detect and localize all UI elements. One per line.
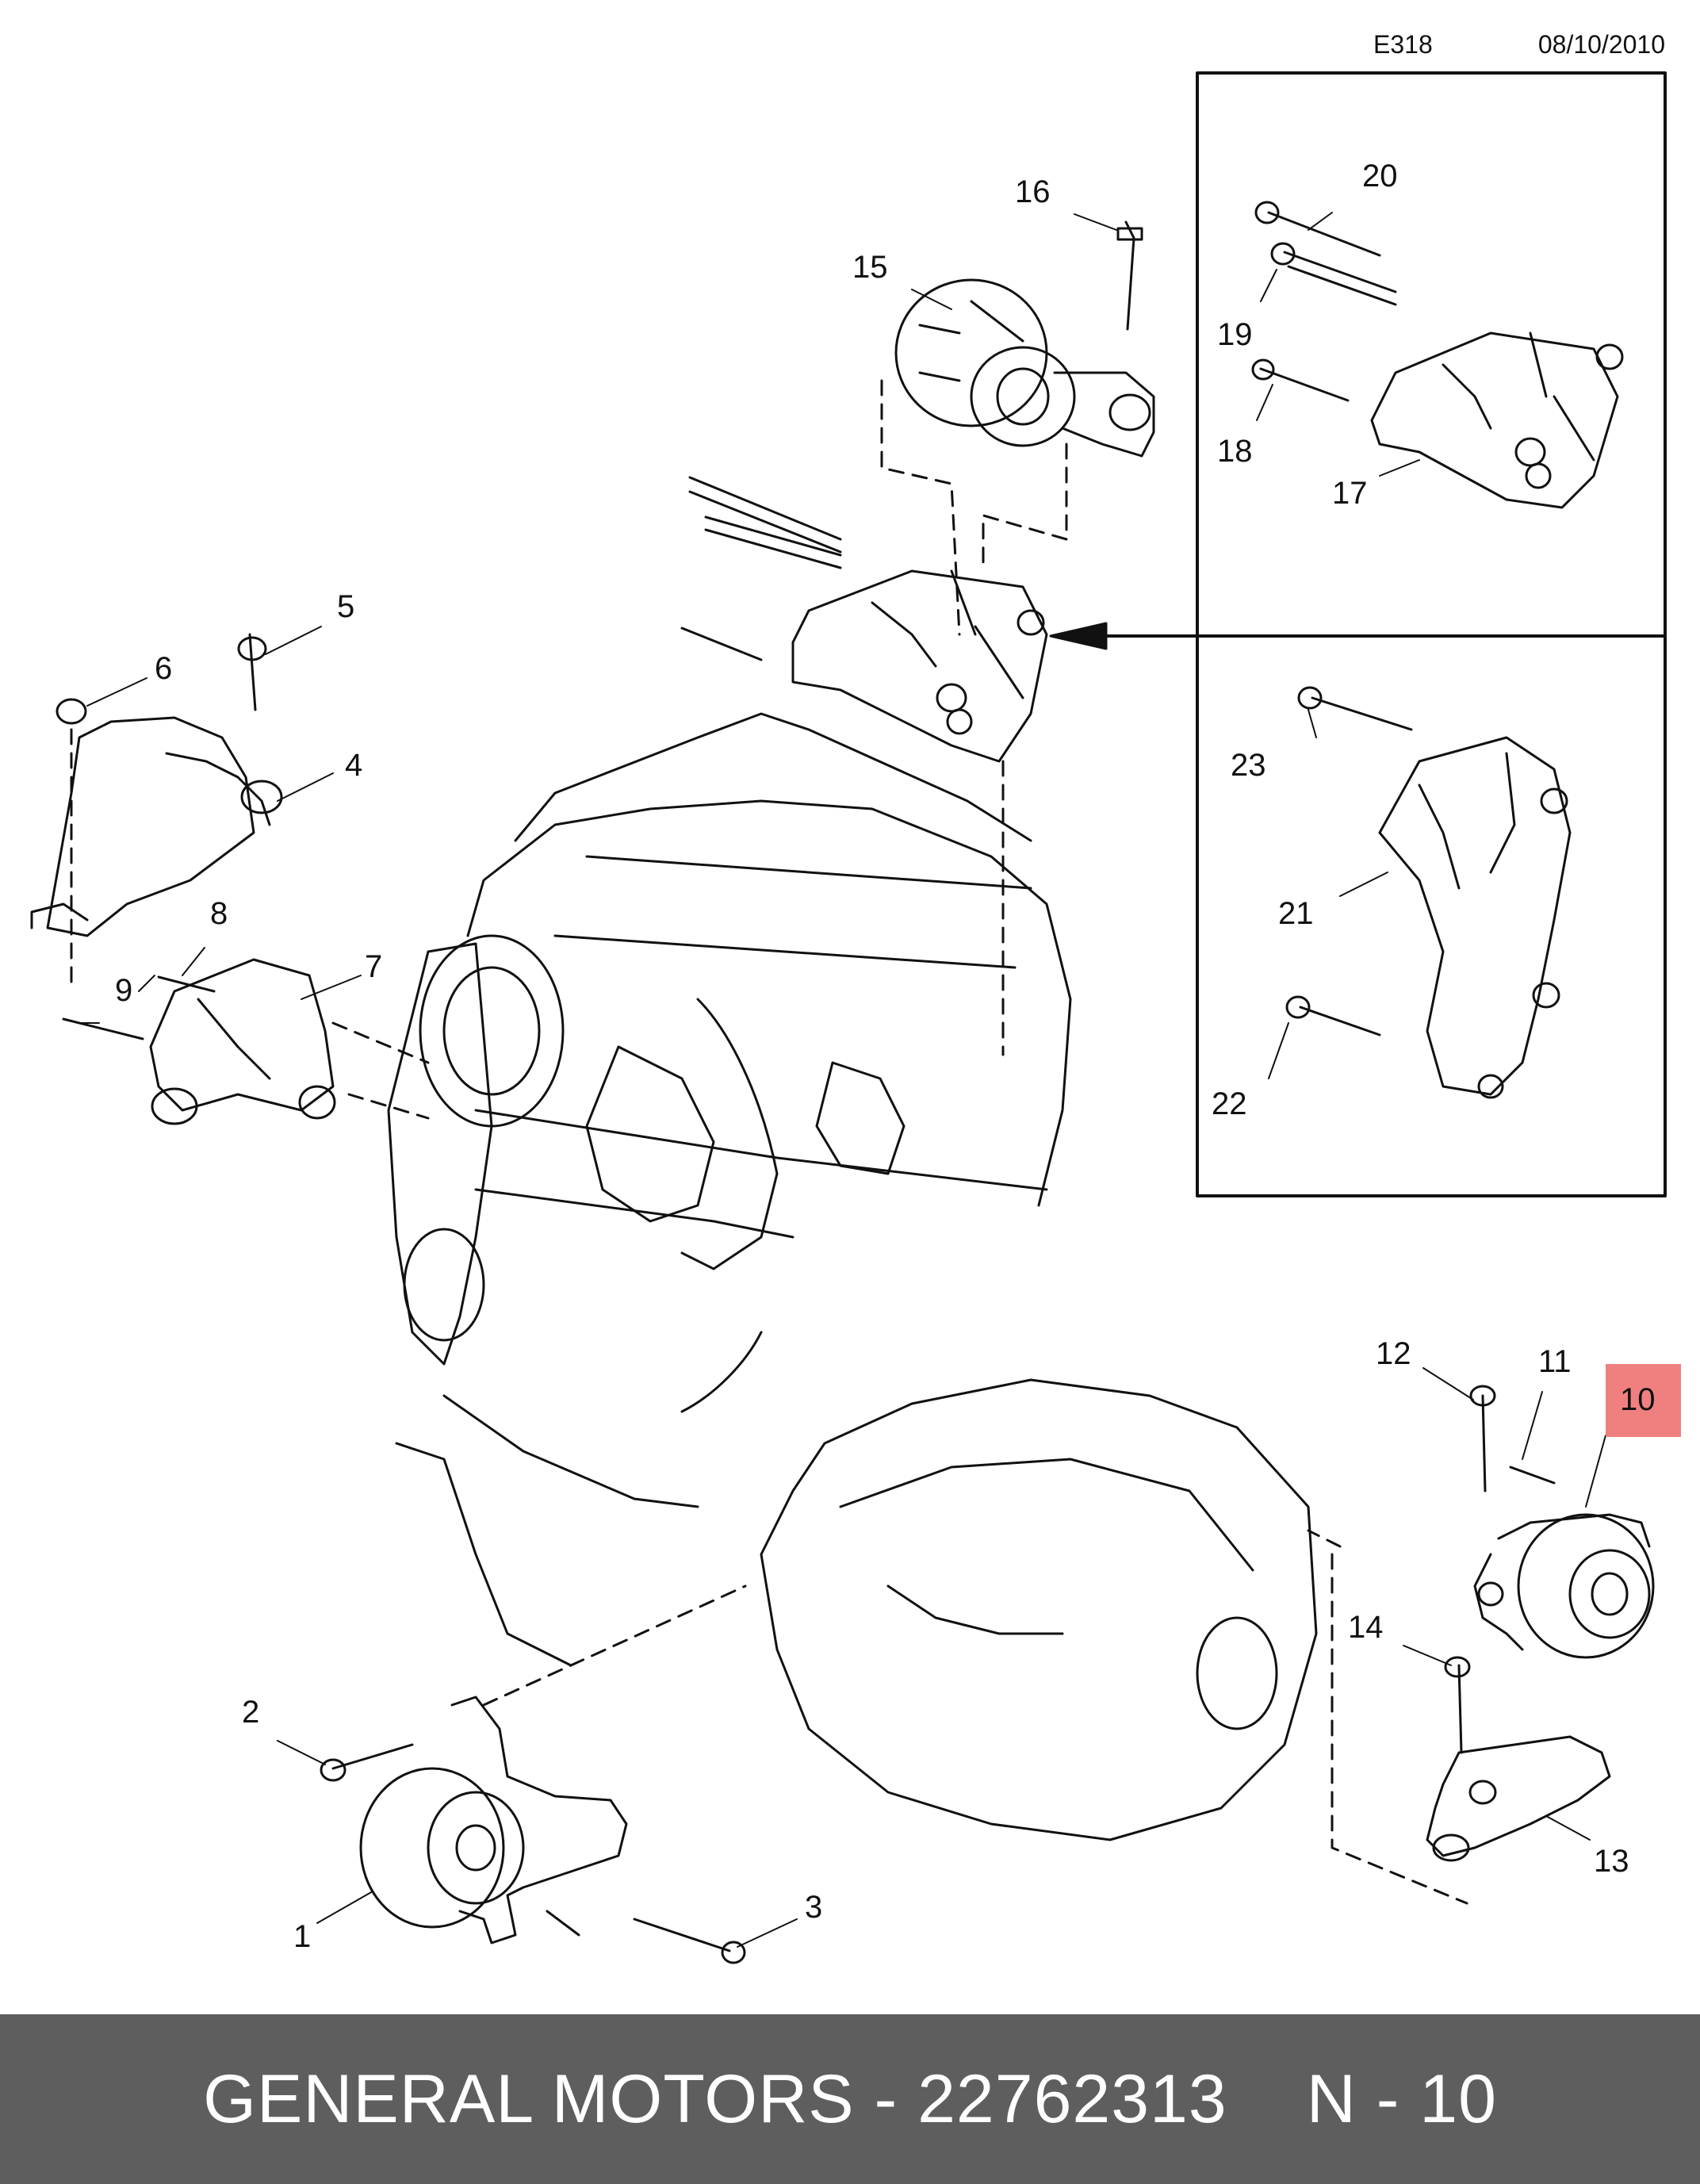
part-10-mount: [1473, 1513, 1655, 1659]
callout-5: 5: [337, 589, 354, 624]
callout-19: 19: [1217, 317, 1253, 352]
callout-12: 12: [1376, 1336, 1411, 1371]
dash-line-1: [482, 1584, 747, 1707]
callout-15: 15: [852, 250, 888, 285]
callout-7: 7: [365, 949, 382, 984]
callout-10: 10: [1620, 1382, 1656, 1417]
callout-6: 6: [155, 651, 172, 686]
dash-line-15: [880, 379, 961, 636]
part-11-bolt: [1509, 1466, 1556, 1485]
dash-line-14: [1307, 1529, 1342, 1548]
part-5-bolt: [237, 633, 267, 711]
part-23-bolt: [1297, 686, 1413, 731]
part-14-bolt: [1444, 1656, 1471, 1754]
upper-bolts: [680, 476, 842, 661]
inset-frame-upper: [1196, 71, 1667, 638]
footer-banner: GENERAL MOTORS - 22762313 N - 10: [0, 2014, 1700, 2184]
part-6-nut: [56, 698, 87, 725]
exploded-parts-diagram: 16 15 5 6 4 8 9 7 2 1 3 12 11 10 14 13 2…: [30, 71, 1681, 1964]
callout-1: 1: [293, 1919, 311, 1954]
callout-14: 14: [1348, 1610, 1384, 1645]
callout-21: 21: [1278, 896, 1314, 931]
highlight-box-part-10: [1606, 1364, 1681, 1437]
part-9-bolt: [62, 975, 216, 1040]
callout-4: 4: [345, 748, 362, 783]
callout-13: 13: [1594, 1844, 1629, 1879]
callout-18: 18: [1217, 434, 1253, 469]
footer-ref: N - 10: [1306, 2060, 1497, 2137]
part-22-bolt: [1285, 995, 1381, 1036]
part-2-bolt: [320, 1743, 414, 1782]
part-19-bolt: [1270, 242, 1397, 306]
engine-transmission-assembly: [387, 712, 1318, 1841]
upper-bracket-assembly: [791, 569, 1048, 763]
part-4-mount: [30, 716, 283, 937]
part-12-bolt: [1469, 1385, 1496, 1492]
part-13-bracket: [1426, 1735, 1611, 1862]
callout-23: 23: [1231, 748, 1266, 783]
inset-frame-lower: [1196, 634, 1667, 1197]
callout-8: 8: [210, 896, 228, 931]
part-21-bracket: [1378, 736, 1572, 1099]
pointer-arrowhead: [1049, 622, 1108, 650]
footer-brand-part: GENERAL MOTORS - 22762313: [203, 2060, 1227, 2137]
callout-17: 17: [1332, 476, 1368, 511]
part-17-bracket: [1370, 331, 1624, 509]
part-18-bolt: [1251, 358, 1350, 402]
dash-line-15b: [982, 443, 1068, 573]
dash-line-7: [331, 1021, 430, 1120]
part-7-bracket: [149, 958, 336, 1125]
callout-11: 11: [1538, 1344, 1572, 1379]
part-16-bolt: [1116, 220, 1143, 331]
part-3-bolt: [633, 1918, 746, 1964]
callout-16: 16: [1015, 174, 1051, 209]
callout-2: 2: [242, 1695, 259, 1730]
diagram-date: 08/10/2010: [1537, 30, 1665, 59]
callout-9: 9: [115, 973, 132, 1008]
dash-line-13: [1331, 1553, 1468, 1905]
callout-3: 3: [805, 1890, 822, 1925]
part-20-bolt: [1254, 201, 1381, 257]
callout-20: 20: [1362, 159, 1398, 193]
callout-22: 22: [1212, 1086, 1247, 1121]
diagram-code: E318: [1373, 30, 1433, 59]
leader-lines: [78, 212, 1606, 1948]
part-15-mount: [894, 278, 1155, 458]
callout-labels: 16 15 5 6 4 8 9 7 2 1 3 12 11 10 14 13 2…: [115, 159, 1656, 1954]
part-1-mount: [359, 1695, 628, 1945]
